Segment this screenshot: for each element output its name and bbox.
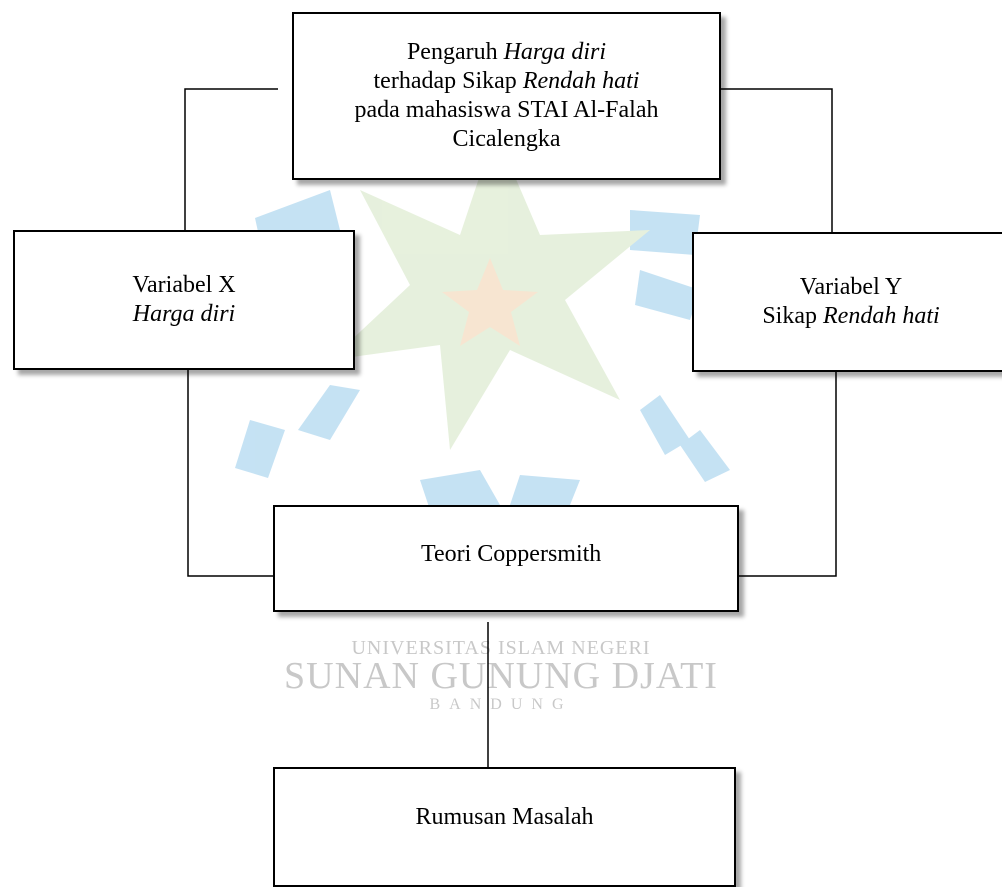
watermark-tile [298, 385, 360, 440]
variable-y-box: Variabel Y Sikap Rendah hati [692, 232, 1002, 372]
connector-y-to-theory [739, 372, 837, 577]
watermark-tile [235, 420, 285, 478]
watermark-university-label: UNIVERSITAS ISLAM NEGERI [351, 637, 651, 659]
connector-title-to-y [721, 88, 833, 232]
title-line-2-italic: Rendah hati [522, 68, 640, 94]
watermark-star-outer [330, 130, 650, 450]
title-line-1: Pengaruh Harga diri [407, 38, 606, 67]
variable-y-italic: Rendah hati [823, 303, 940, 329]
title-line-1-italic: Harga diri [503, 39, 607, 65]
watermark-tile [640, 395, 690, 455]
connector-x-to-theory [187, 370, 273, 577]
connector-title-to-x [184, 88, 278, 230]
title-line-1-text: Pengaruh [406, 39, 504, 65]
variable-y-name: Sikap Rendah hati [762, 302, 939, 331]
watermark-tile [635, 270, 700, 320]
variable-x-name: Harga diri [133, 300, 235, 329]
watermark-tile [420, 470, 500, 510]
title-line-3: pada mahasiswa STAI Al-Falah [354, 97, 659, 123]
variable-x-box: Variabel X Harga diri [13, 230, 355, 370]
variable-x-italic: Harga diri [132, 301, 236, 327]
title-line-2: terhadap Sikap Rendah hati [374, 67, 640, 96]
watermark-city: BANDUNG [429, 696, 573, 713]
theory-box: Teori Coppersmith [273, 505, 739, 612]
title-box: Pengaruh Harga diri terhadap Sikap Renda… [292, 12, 721, 180]
title-line-4: Cicalengka [452, 126, 561, 152]
variable-y-label: Variabel Y [799, 274, 903, 300]
problem-formulation-label: Rumusan Masalah [415, 803, 594, 830]
watermark-university-name: SUNAN GUNUNG DJATI [284, 655, 718, 697]
variable-y-prefix: Sikap [762, 303, 823, 329]
problem-formulation-box: Rumusan Masalah [273, 767, 736, 887]
watermark-tile [510, 475, 580, 505]
variable-x-label: Variabel X [132, 272, 236, 298]
watermark-tile [630, 210, 700, 255]
watermark-tile [680, 430, 730, 482]
watermark-star-inner [442, 258, 538, 346]
title-line-2-text: terhadap Sikap [373, 68, 523, 94]
theory-label: Teori Coppersmith [421, 541, 602, 567]
